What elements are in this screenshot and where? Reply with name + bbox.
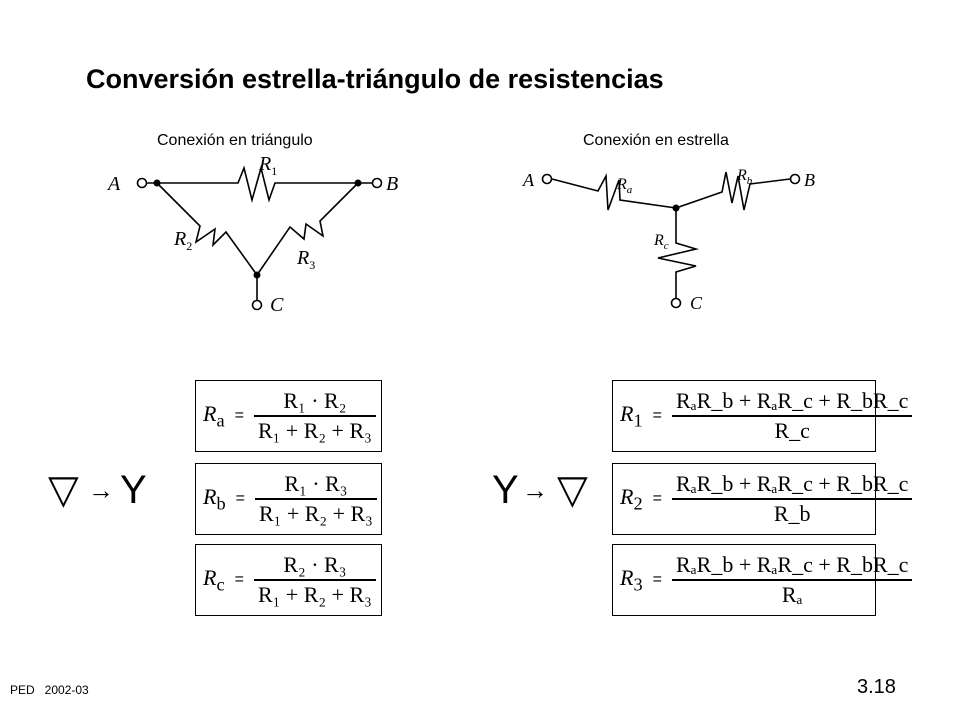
fraction-bar: [671, 498, 913, 500]
equals-sign: =: [234, 407, 244, 424]
equals-sign: =: [652, 571, 662, 588]
resistor-rc-wire: [657, 208, 700, 298]
terminal-c: [251, 299, 263, 311]
fraction-denominator: R₁ + R₂ + R₃: [257, 418, 372, 443]
delta-symbol: ▽: [557, 468, 588, 512]
star-symbol: Y: [492, 468, 519, 512]
fraction-numerator: RₐR_b + RₐR_c + R_bR_c: [675, 388, 909, 413]
fraction-numerator: R₁ · R₃: [284, 471, 348, 496]
equation-box-rb: Rb = R₁ · R₃ R₁ + R₂ + R₃: [195, 463, 382, 535]
resistor-rb-label: Rb: [736, 167, 753, 187]
fraction-bar: [254, 498, 377, 500]
equals-sign: =: [234, 571, 244, 588]
junction-dot: [672, 204, 680, 212]
resistor-r2-label: R2: [173, 228, 192, 253]
equation-fraction: R₁ · R₂ R₁ + R₂ + R₃: [253, 387, 376, 445]
fraction-numerator: R₁ · R₂: [283, 388, 347, 413]
node-a-label: A: [522, 170, 535, 190]
equation-lhs: Ra: [203, 400, 225, 431]
resistor-r2-wire: [156, 182, 258, 276]
fraction-bar: [671, 415, 913, 417]
arrow-icon: →: [88, 475, 114, 505]
equation-fraction: RₐR_b + RₐR_c + R_bR_c Rₐ: [671, 551, 913, 609]
resistor-r3-wire: [256, 182, 359, 276]
equation-box-rc: Rc = R₂ · R₃ R₁ + R₂ + R₃: [195, 544, 382, 616]
fraction-bar: [253, 579, 376, 581]
node-c-label: C: [270, 294, 284, 316]
junction-dot: [354, 179, 362, 187]
junction-dot: [153, 179, 161, 187]
equation-box-ra: Ra = R₁ · R₂ R₁ + R₂ + R₃: [195, 380, 382, 452]
equals-sign: =: [652, 490, 662, 507]
resistor-rb-wire: [675, 171, 791, 211]
star-symbol: Y: [120, 468, 147, 512]
fraction-denominator: R_c: [774, 418, 810, 443]
equation-fraction: R₂ · R₃ R₁ + R₂ + R₃: [253, 551, 376, 609]
fraction-denominator: Rₐ: [781, 582, 803, 607]
resistor-rc-label: Rc: [653, 232, 669, 252]
fraction-denominator: R₁ + R₂ + R₃: [257, 582, 372, 607]
terminal-a: [136, 177, 148, 189]
resistor-ra-label: Ra: [616, 176, 633, 196]
page-number: 3.18: [857, 676, 896, 698]
equation-lhs: Rc: [203, 564, 225, 595]
fraction-numerator: RₐR_b + RₐR_c + R_bR_c: [675, 471, 909, 496]
fraction-denominator: R₁ + R₂ + R₃: [258, 501, 373, 526]
resistor-ra-wire: [551, 173, 677, 211]
node-b-label: B: [386, 173, 398, 195]
fraction-denominator: R_b: [773, 501, 811, 526]
node-a-label: A: [106, 173, 121, 195]
equation-box-r2: R2 = RₐR_b + RₐR_c + R_bR_c R_b: [612, 463, 913, 535]
equals-sign: =: [652, 407, 662, 424]
node-b-label: B: [804, 170, 815, 190]
terminal-b: [371, 177, 383, 189]
equation-fraction: RₐR_b + RₐR_c + R_bR_c R_c: [671, 387, 913, 445]
page-title: Conversión estrella-triángulo de resiste…: [86, 64, 664, 94]
delta-symbol: ▽: [48, 468, 79, 512]
delta-circuit: [146, 164, 372, 300]
fraction-bar: [671, 579, 913, 581]
star-caption: Conexión en estrella: [583, 132, 729, 149]
terminal-a: [541, 173, 553, 185]
star-circuit: [551, 171, 791, 298]
delta-caption: Conexión en triángulo: [157, 132, 313, 149]
arrow-icon: →: [522, 475, 548, 505]
resistor-r3-label: R3: [296, 247, 315, 272]
equals-sign: =: [235, 490, 245, 507]
equation-lhs: Rb: [203, 483, 226, 514]
resistor-r1-wire: [146, 164, 372, 204]
fraction-numerator: RₐR_b + RₐR_c + R_bR_c: [675, 552, 909, 577]
equation-box-r1: R1 = RₐR_b + RₐR_c + R_bR_c R_c: [612, 380, 913, 452]
equation-lhs: R1: [620, 400, 643, 431]
node-c-label: C: [690, 293, 703, 313]
equation-lhs: R3: [620, 564, 643, 595]
footer-course: PED 2002-03: [10, 683, 89, 697]
fraction-numerator: R₂ · R₃: [283, 552, 347, 577]
terminal-c: [670, 297, 682, 309]
fraction-bar: [253, 415, 376, 417]
resistor-r1-label: R1: [258, 153, 277, 178]
terminal-b: [789, 173, 801, 185]
circuit-diagrams: A B C R1 R2 R3 A B C Ra Rb Rc: [106, 153, 815, 316]
junction-dot: [253, 271, 261, 279]
equation-fraction: RₐR_b + RₐR_c + R_bR_c R_b: [671, 470, 913, 528]
equation-box-r3: R3 = RₐR_b + RₐR_c + R_bR_c Rₐ: [612, 544, 913, 616]
equation-lhs: R2: [620, 483, 643, 514]
equation-fraction: R₁ · R₃ R₁ + R₂ + R₃: [254, 470, 377, 528]
